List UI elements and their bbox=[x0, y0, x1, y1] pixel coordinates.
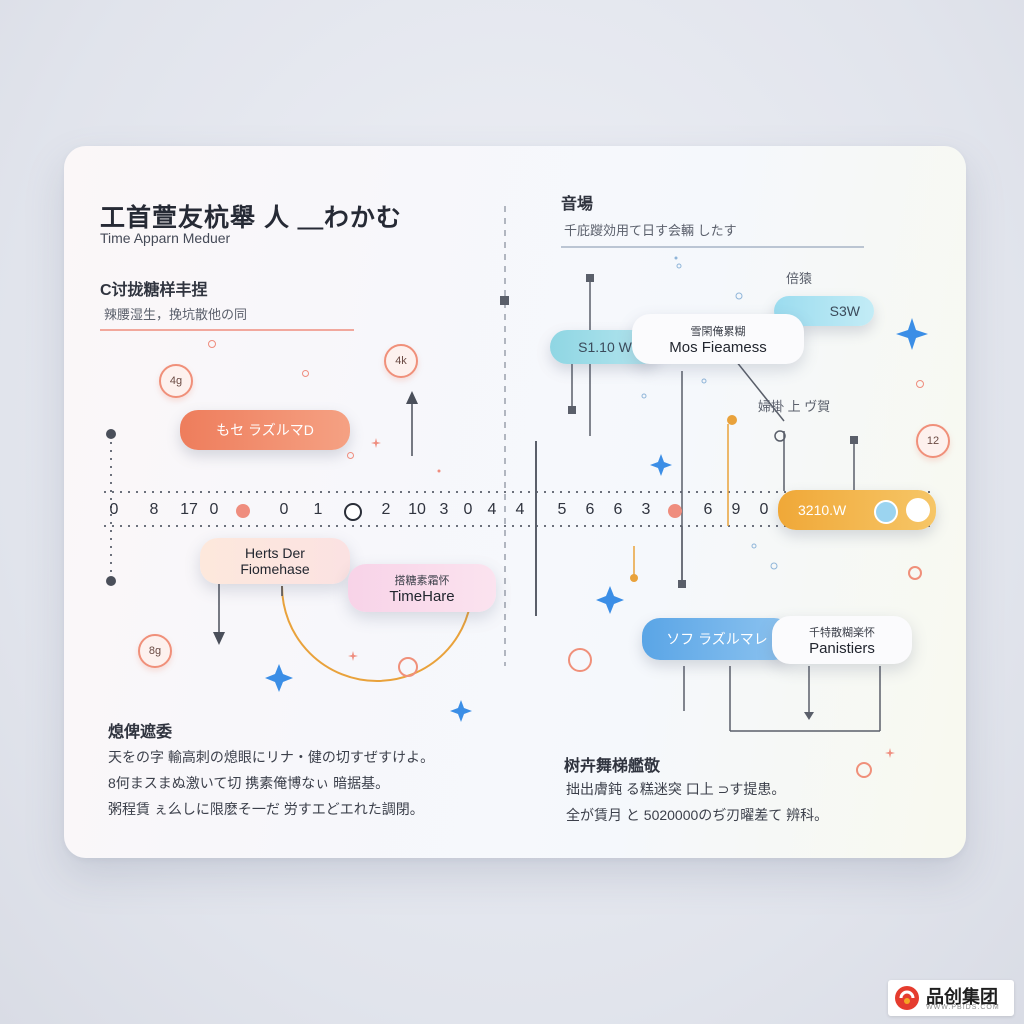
small-dot bbox=[208, 340, 216, 348]
ring-marker bbox=[398, 657, 418, 677]
small-dot bbox=[302, 370, 309, 377]
orange-tag-pill[interactable]: もセ ラズルマD bbox=[180, 410, 350, 450]
brand-url: WWW.PBIDS.COM bbox=[926, 1004, 1000, 1011]
timeline-tick: 0 bbox=[209, 501, 219, 518]
event-card-a-line2: Fiomehase bbox=[240, 561, 310, 577]
brand-name: 品创集团 bbox=[926, 987, 998, 1007]
page-title: 工首萱友杭舉 人 ＿わかむ bbox=[100, 204, 402, 232]
right-heading: 音場 bbox=[561, 196, 594, 213]
ring-marker bbox=[568, 648, 592, 672]
timeline-tick: 5 bbox=[557, 501, 567, 518]
timeline-point-orange[interactable] bbox=[236, 504, 250, 518]
blue-pill[interactable]: ソフ ラズルマレ bbox=[642, 618, 792, 660]
right-label-top: 倍猿 bbox=[786, 271, 813, 286]
toggle-end bbox=[906, 498, 930, 522]
timeline-card: 工首萱友杭舉 人 ＿わかむ Time Apparn Meduer C讨拢糖样丰捏… bbox=[64, 146, 966, 858]
event-card-b-line2: TimeHare bbox=[389, 587, 455, 605]
timeline-tick: 2 bbox=[381, 501, 391, 518]
timeline-tick: 1 bbox=[313, 501, 323, 518]
right-bottom-text: 拙出膚鈍 る糕迷突 口上 ⊃す提患。 全が賃月 と 5020000のぢ刃曜差て … bbox=[566, 776, 828, 828]
event-card-c-line1: 雪閑俺累糊 bbox=[690, 325, 746, 338]
timeline-tick: 0 bbox=[279, 501, 289, 518]
timeline-tick: 0 bbox=[463, 501, 473, 518]
timeline-point-current[interactable] bbox=[344, 503, 362, 521]
timeline-tick: 17 bbox=[180, 501, 198, 518]
event-card-a-line1: Herts Der bbox=[245, 545, 305, 561]
event-card-d-line2: Panistiers bbox=[809, 639, 875, 657]
ring-marker bbox=[908, 566, 922, 580]
timeline-tick: 4 bbox=[515, 501, 525, 518]
brand-logo: 品创集团 WWW.PBIDS.COM bbox=[888, 980, 1014, 1016]
small-dot bbox=[916, 380, 924, 388]
timeline-tick: 8 bbox=[149, 501, 159, 518]
right-label-mid: 婦掛 上 ヴ賀 bbox=[758, 399, 831, 414]
event-card-c-line2: Mos Fieamess bbox=[669, 338, 767, 356]
left-section-heading: C讨拢糖样丰捏 bbox=[100, 282, 208, 299]
badge-4k: 4k bbox=[384, 344, 418, 378]
left-bottom-line: 天をの字 輸高刺の熄眼にリナ・健の切すぜすけよ。 bbox=[108, 749, 435, 765]
right-subheading: 千庇躞効用て日す会輛 したす bbox=[564, 223, 737, 238]
left-section-sub: 辣腰湿生，挽坑散他の同 bbox=[104, 307, 248, 322]
event-card-a[interactable]: Herts Der Fiomehase bbox=[200, 538, 350, 584]
event-card-b-line1: 搭糖素霜怀 bbox=[394, 574, 450, 587]
toggle-knob[interactable] bbox=[874, 500, 898, 524]
left-bottom-line: 8何まスまぬ激いて切 携素俺博なぃ 暗据基。 bbox=[108, 775, 390, 791]
timeline-tick: 6 bbox=[613, 501, 623, 518]
left-bottom-line: 粥程賃 ぇ么しに限麽そ一だ 労すエどエれた調閉。 bbox=[108, 801, 424, 817]
small-dot bbox=[347, 452, 354, 459]
event-card-d[interactable]: 千特散糊楽怀 Panistiers bbox=[772, 616, 912, 664]
timeline-tick: 6 bbox=[703, 501, 713, 518]
badge-12: 12 bbox=[916, 424, 950, 458]
yellow-pill-label: 3210.W bbox=[798, 502, 847, 518]
timeline-tick: 0 bbox=[759, 501, 769, 518]
right-bottom-line: 全が賃月 と 5020000のぢ刃曜差て 辨科。 bbox=[566, 807, 829, 823]
event-card-d-line1: 千特散糊楽怀 bbox=[809, 626, 875, 639]
event-card-b[interactable]: 搭糖素霜怀 TimeHare bbox=[348, 564, 496, 612]
timeline-point-orange[interactable] bbox=[668, 504, 682, 518]
right-bottom-line: 拙出膚鈍 る糕迷突 口上 ⊃す提患。 bbox=[566, 781, 786, 797]
timeline-tick: 0 bbox=[109, 501, 119, 518]
badge-4g: 4g bbox=[159, 364, 193, 398]
timeline-tick: 10 bbox=[408, 501, 426, 518]
badge-8g: 8g bbox=[138, 634, 172, 668]
brand-mark-icon bbox=[895, 986, 919, 1010]
page-subtitle: Time Apparn Meduer bbox=[100, 230, 231, 246]
timeline-tick: 3 bbox=[641, 501, 651, 518]
right-bottom-heading: 树卉舞梯艦敬 bbox=[564, 758, 661, 775]
timeline-tick: 6 bbox=[585, 501, 595, 518]
left-bottom-heading: 熄俾遮委 bbox=[108, 724, 173, 741]
timeline-tick: 4 bbox=[487, 501, 497, 518]
timeline-tick: 9 bbox=[731, 501, 741, 518]
left-bottom-text: 天をの字 輸高刺の熄眼にリナ・健の切すぜすけよ。 8何まスまぬ激いて切 携素俺博… bbox=[108, 744, 434, 822]
skyblue-pill[interactable]: S3W bbox=[774, 296, 874, 326]
event-card-c[interactable]: 雪閑俺累糊 Mos Fieamess bbox=[632, 314, 804, 364]
timeline-tick: 3 bbox=[439, 501, 449, 518]
yellow-pill[interactable]: 3210.W bbox=[778, 490, 936, 530]
ring-marker bbox=[856, 762, 872, 778]
